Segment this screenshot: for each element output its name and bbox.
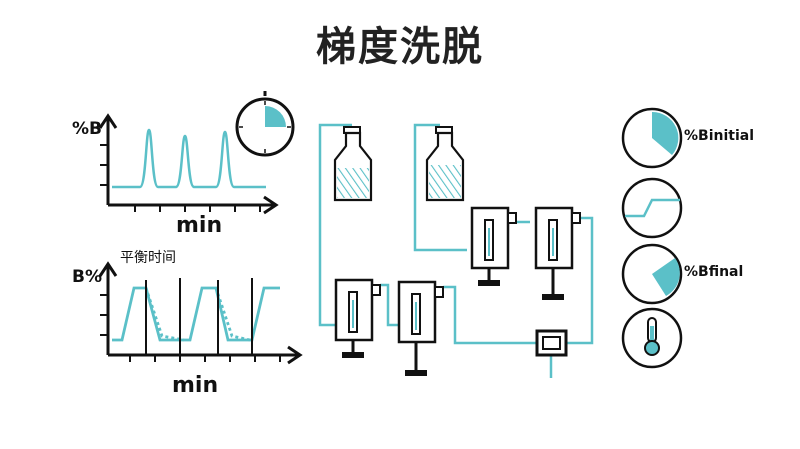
- top-chromatogram: %B min: [72, 113, 279, 238]
- pump-group: [334, 206, 581, 376]
- gradient-ramp-icon: [621, 177, 683, 239]
- equilibration-time-label: 平衡时间: [120, 250, 176, 266]
- flow-tubing: [318, 123, 594, 378]
- top-chart-xlabel: min: [176, 213, 222, 238]
- b-initial-label: %Binitial: [684, 128, 754, 144]
- solvent-bottle-a-icon: [333, 126, 373, 202]
- gradient-profile-dashed: [144, 287, 251, 342]
- bottom-gradient-chart: B% 平衡时间 min: [72, 250, 303, 398]
- page-title: 梯度洗脱: [316, 24, 484, 70]
- bottom-chart-ylabel: B%: [72, 267, 102, 287]
- bottom-y-arrow: [98, 261, 118, 277]
- clock-icon: [235, 91, 295, 157]
- top-chromatogram-trace: [112, 128, 266, 189]
- top-ticks: [100, 144, 261, 212]
- pie-final-icon: [621, 243, 683, 305]
- mixer-icon: [535, 329, 568, 357]
- top-chart-ylabel: %B: [72, 119, 102, 139]
- solvent-bottle-b-icon: [425, 126, 465, 202]
- thermometer-icon: [621, 307, 683, 369]
- top-y-arrow: [98, 113, 118, 129]
- gradient-profile-solid: [112, 286, 280, 342]
- pie-initial-icon: [621, 107, 683, 169]
- pump-icon: [334, 278, 381, 358]
- bottom-ticks: [100, 294, 281, 362]
- pump-icon: [534, 206, 581, 300]
- b-final-label: %Bfinal: [684, 264, 743, 280]
- top-x-arrow: [263, 195, 279, 215]
- bottom-x-arrow: [287, 345, 303, 365]
- pump-icon: [397, 280, 444, 376]
- pump-icon: [470, 206, 517, 286]
- injection-markers: [145, 278, 253, 355]
- bottom-chart-xlabel: min: [172, 373, 218, 398]
